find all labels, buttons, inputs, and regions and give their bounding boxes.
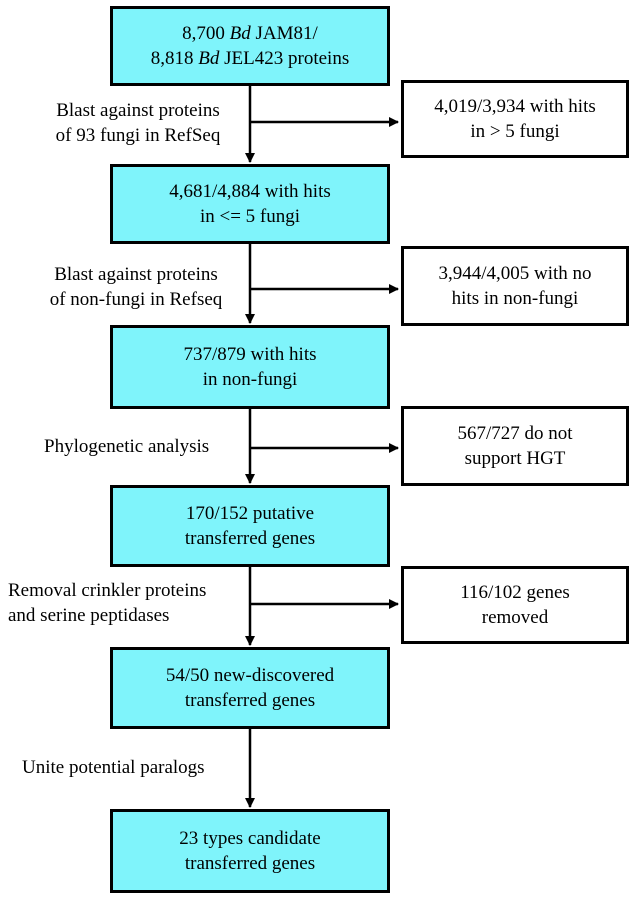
main-box-line: 170/152 putative bbox=[185, 502, 315, 524]
main-box-putative-transferred: 170/152 putative transferred genes bbox=[110, 485, 390, 567]
main-box-line: 4,681/4,884 with hits bbox=[169, 180, 331, 202]
side-box-no-hgt-support: 567/727 do not support HGT bbox=[401, 406, 629, 486]
side-box-no-hits-non-fungi: 3,944/4,005 with no hits in non-fungi bbox=[401, 246, 629, 326]
side-box-genes-removed: 116/102 genes removed bbox=[401, 566, 629, 644]
main-box-hits-non-fungi: 737/879 with hits in non-fungi bbox=[110, 325, 390, 409]
side-box-line: removed bbox=[481, 607, 549, 628]
main-box-candidate-types: 23 types candidate transferred genes bbox=[110, 809, 390, 893]
step-label-unite-paralogs: Unite potential paralogs bbox=[22, 757, 205, 778]
side-box-line: hits in non-fungi bbox=[451, 288, 579, 309]
main-box-line: in <= 5 fungi bbox=[199, 206, 301, 227]
side-box-line: in > 5 fungi bbox=[470, 121, 560, 142]
main-box-line: transferred genes bbox=[184, 853, 316, 874]
main-box-line: 737/879 with hits bbox=[183, 343, 317, 365]
step-label-blast-non-fungi: Blast against proteins of non-fungi in R… bbox=[49, 264, 223, 311]
main-box-line: 54/50 new-discovered bbox=[165, 664, 335, 686]
main-box-input-proteins: 8,700 Bd JAM81/ 8,818 Bd JEL423 proteins bbox=[110, 6, 390, 86]
side-box-line: 116/102 genes bbox=[460, 581, 570, 603]
main-box-line: transferred genes bbox=[184, 528, 316, 549]
side-box-line: 3,944/4,005 with no bbox=[438, 262, 592, 284]
main-box-line: 23 types candidate bbox=[179, 827, 321, 849]
side-box-line: 4,019/3,934 with hits bbox=[434, 95, 596, 117]
main-box-hits-le5-fungi: 4,681/4,884 with hits in <= 5 fungi bbox=[110, 164, 390, 244]
main-box-line: in non-fungi bbox=[202, 369, 298, 390]
step-label-blast-fungi: Blast against proteins of 93 fungi in Re… bbox=[55, 100, 221, 147]
side-box-hits-gt5-fungi: 4,019/3,934 with hits in > 5 fungi bbox=[401, 80, 629, 158]
step-label-phylogenetic: Phylogenetic analysis bbox=[44, 436, 210, 457]
main-box-new-discovered: 54/50 new-discovered transferred genes bbox=[110, 647, 390, 729]
main-box-line: transferred genes bbox=[184, 690, 316, 711]
side-box-line: 567/727 do not bbox=[457, 422, 573, 444]
side-box-line: support HGT bbox=[464, 448, 566, 469]
step-label-removal: Removal crinkler proteins and serine pep… bbox=[8, 580, 207, 627]
